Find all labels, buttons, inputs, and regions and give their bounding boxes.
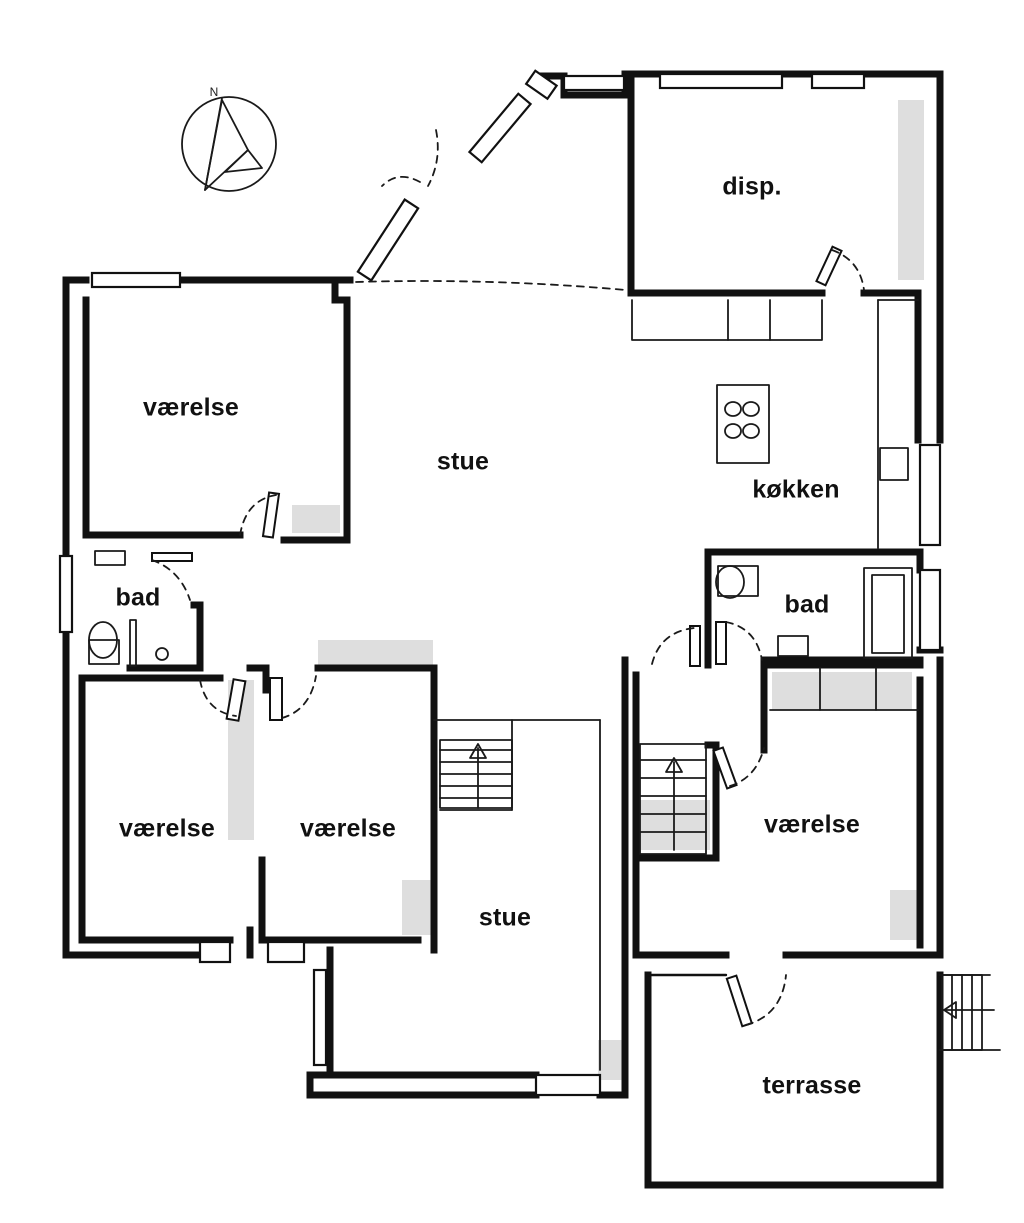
room-label-vaerelse-nw: værelse [143,393,239,422]
compass [181,96,277,192]
room-label-terrasse: terrasse [762,1071,862,1100]
stair-terrasse [941,974,995,1051]
stair-east [639,743,707,855]
openings [355,280,627,291]
room-label-stue-main: stue [436,447,490,476]
compass-north-label: N [209,85,219,99]
stair-west [439,739,513,809]
room-label-kokken: køkken [752,475,840,504]
room-label-vaerelse-sc: værelse [300,814,396,843]
windows [58,69,942,1097]
room-label-stue-south: stue [478,903,532,932]
room-label-bad-w: bad [115,583,161,612]
fixtures [88,384,919,711]
room-label-bad-e: bad [784,590,830,619]
room-label-vaerelse-sw: værelse [119,814,215,843]
doors [151,129,865,1028]
room-label-vaerelse-se: værelse [764,810,860,839]
room-label-disp: disp. [722,172,782,201]
pencil-shading [228,100,924,1080]
exterior-walls [62,70,944,1189]
interior-lines [433,299,1001,1071]
